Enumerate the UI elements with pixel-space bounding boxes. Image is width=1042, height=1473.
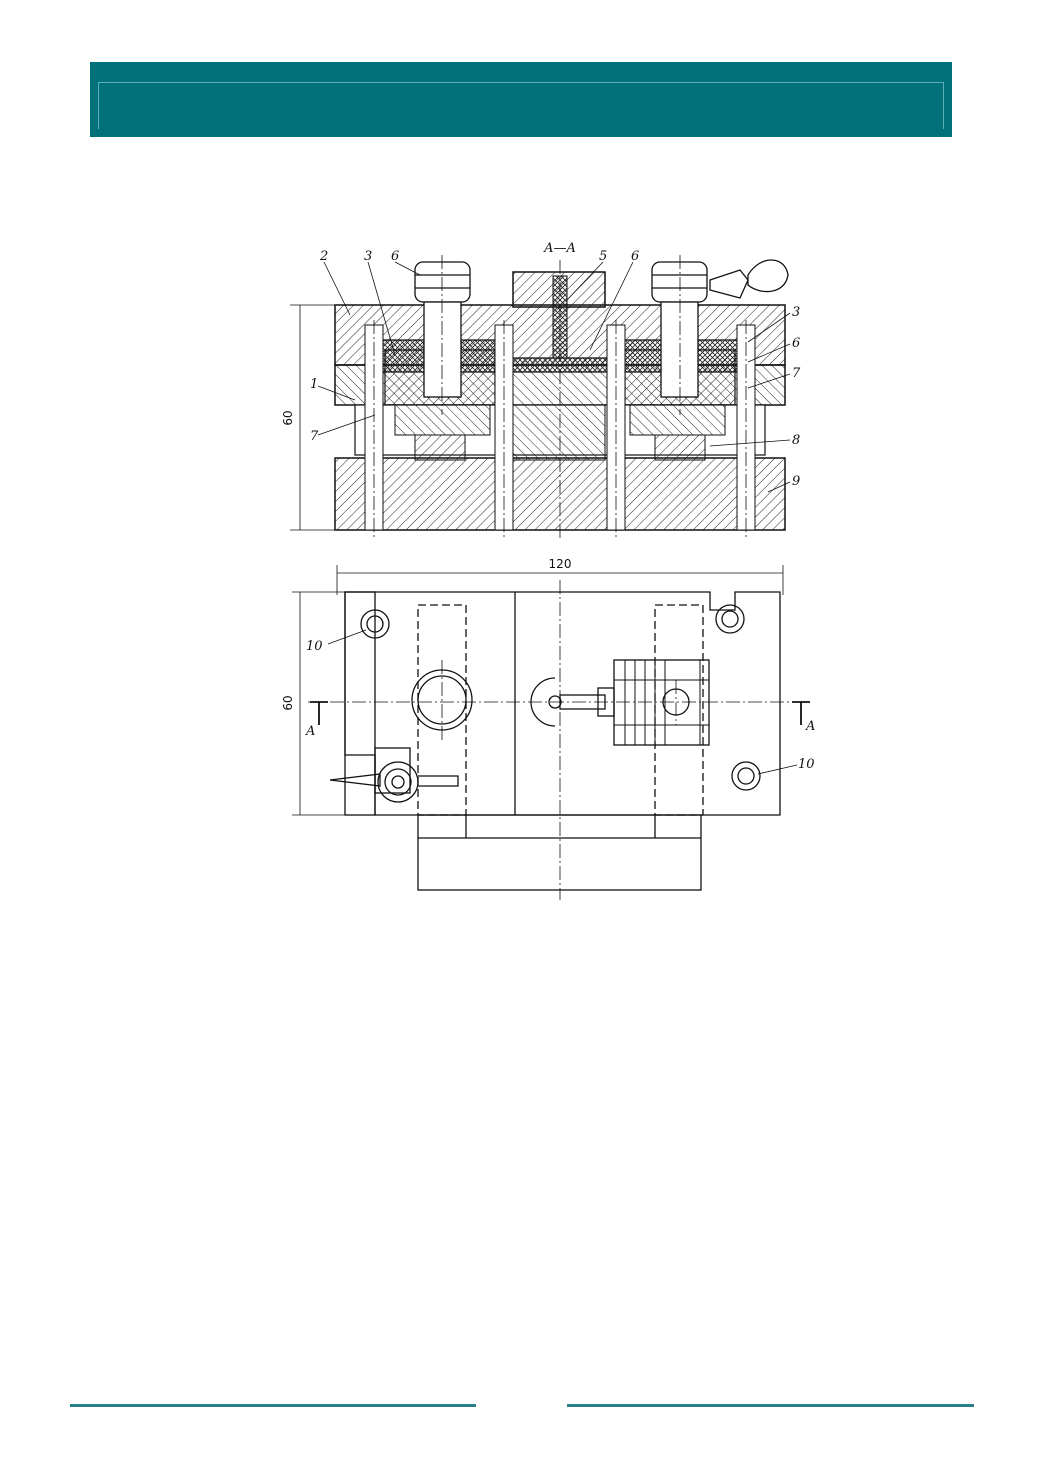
- part-label-7-left: 7: [310, 429, 319, 444]
- dim-width: 120: [549, 557, 572, 571]
- part-label-10-top: 10: [306, 639, 323, 654]
- header-bar: [90, 62, 952, 137]
- footer-rule-left: [70, 1404, 476, 1407]
- part-label-5: 5: [599, 249, 607, 264]
- section-view: 60 A—A 2 3 6 5 6 3 6: [281, 241, 801, 538]
- dim-height-bottom: 60: [281, 695, 295, 710]
- header-inner-frame: [98, 82, 944, 129]
- part-label-3-right: 3: [792, 305, 800, 320]
- part-label-7-right: 7: [792, 366, 801, 381]
- bolt-right: [651, 259, 789, 398]
- part-label-2: 2: [319, 249, 328, 264]
- part-label-9: 9: [792, 474, 800, 489]
- dim-height-top: 60: [281, 410, 295, 425]
- section-mark-right: A: [805, 719, 815, 734]
- footer-rule-right: [567, 1404, 974, 1407]
- part-label-4: 6: [391, 249, 399, 264]
- bolt-left: [414, 261, 471, 398]
- plan-view: [292, 565, 810, 900]
- part-label-6-right: 6: [792, 336, 800, 351]
- section-title: A—A: [543, 241, 576, 256]
- part-label-10-bottom: 10: [798, 757, 815, 772]
- fixture-drawing: 60 A—A 2 3 6 5 6 3 6: [270, 240, 830, 905]
- part-label-3-left: 3: [364, 249, 372, 264]
- section-mark-left: A: [305, 724, 315, 739]
- part-label-6-top: 6: [631, 249, 639, 264]
- part-label-1: 1: [310, 377, 318, 392]
- part-label-8: 8: [792, 433, 800, 448]
